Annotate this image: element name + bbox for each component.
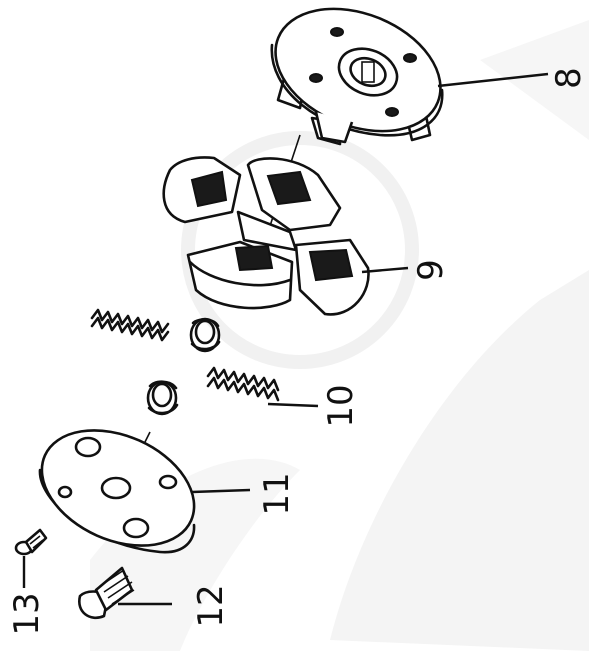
part-11-disc [38,429,251,554]
part-9-spider-coupling [162,156,409,316]
callout-8: 8 [549,67,589,89]
part-10-springs [90,308,319,416]
callout-11: 11 [257,472,297,515]
part-13-screw [14,528,48,588]
spring-4 [206,366,280,402]
callout-13: 13 [7,592,47,635]
callout-12: 12 [191,584,231,627]
spring-1 [90,308,170,342]
spring-3 [146,380,179,416]
callout-10: 10 [321,384,361,427]
part-8-drive-plate [270,7,549,146]
callout-9: 9 [411,259,451,281]
part-12-bolt [78,566,172,619]
spring-2 [189,317,221,353]
